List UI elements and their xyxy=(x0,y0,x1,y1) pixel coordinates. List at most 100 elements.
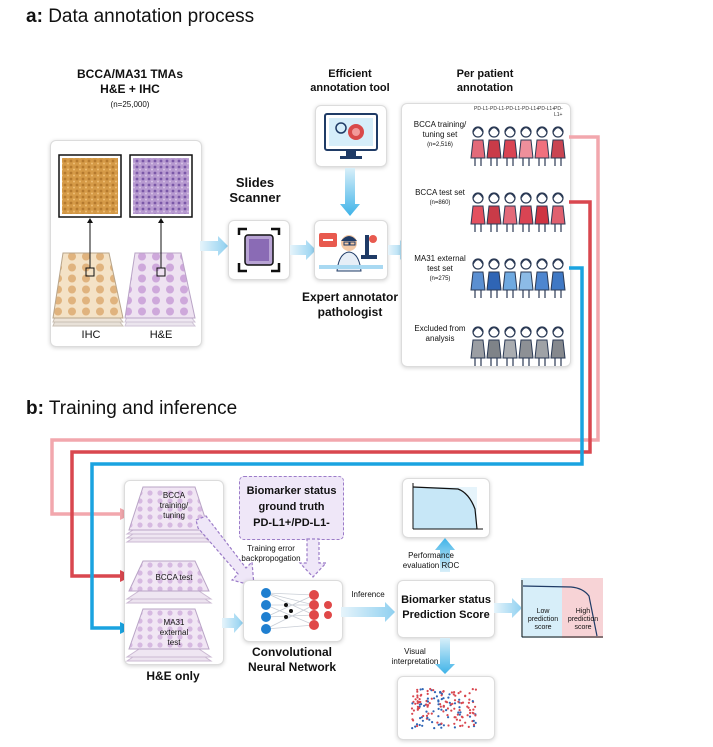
heatmap-dot xyxy=(471,711,474,714)
high-score-line1: High xyxy=(575,608,591,615)
ground-truth-line3: PD-L1+/PD-L1- xyxy=(253,517,330,529)
heatmap-dot xyxy=(471,700,474,703)
patient-figure-icon xyxy=(486,258,502,298)
heatmap-dot xyxy=(447,716,450,719)
roc-curve xyxy=(412,483,483,530)
heatmap-dot xyxy=(416,694,419,697)
per-patient-line1: Per patient xyxy=(456,68,514,80)
patient-figure-icon xyxy=(486,126,502,166)
heatmap-dot xyxy=(455,718,458,721)
patient-figure-icon xyxy=(518,192,534,232)
heatmap-dot xyxy=(468,692,471,695)
heatmap-dot xyxy=(418,698,421,701)
roc-box xyxy=(402,478,490,538)
heatmap-dot xyxy=(457,711,460,714)
group-bcca-train-line2: tuning set xyxy=(422,130,458,139)
backprop-line1: Training error xyxy=(247,544,295,553)
patient-figure-icon xyxy=(534,192,550,232)
pathologist-icon xyxy=(319,233,383,272)
score-curve xyxy=(521,580,603,638)
stack-ma31 xyxy=(125,608,213,662)
heatmap-dot xyxy=(425,703,428,706)
heatmap-dot xyxy=(415,723,419,726)
low-score-label: Low prediction score xyxy=(525,608,561,632)
heatmap-dot xyxy=(412,719,415,722)
high-score-region xyxy=(562,578,603,638)
panel-a-title: a: Data annotation process xyxy=(26,6,254,28)
group-excluded-label: Excluded from analysis xyxy=(406,324,474,344)
slide-stacks xyxy=(125,486,213,662)
heatmap-dot xyxy=(435,695,438,698)
heatmap-dot xyxy=(442,724,445,727)
heatmap-dot xyxy=(452,693,455,696)
heatmap-dot xyxy=(447,696,450,699)
high-score-line3: score xyxy=(574,624,592,631)
slide-bcca-train-line3: tuning xyxy=(163,511,185,520)
scanner-title-line2: Scanner xyxy=(229,190,281,205)
heatmap-dot xyxy=(442,697,445,700)
heatmap-dot xyxy=(458,713,461,716)
inference-arrow xyxy=(341,602,395,622)
heatmap-dot xyxy=(453,726,456,729)
heatmap-dot xyxy=(426,689,429,693)
heatmap-dot xyxy=(440,698,443,701)
heatmap-dot xyxy=(426,697,429,700)
scanner-title: Slides Scanner xyxy=(215,175,295,205)
heatmap-dot xyxy=(445,709,448,712)
cnn-box xyxy=(243,580,343,642)
heatmap-dot xyxy=(411,702,414,705)
tmas-count: (n=25,000) xyxy=(110,100,150,109)
ground-truth-text: Biomarker status ground truth PD-L1+/PD-… xyxy=(240,483,343,531)
heatmap-dot xyxy=(437,723,440,726)
heatmap-dot xyxy=(433,691,437,694)
heatmap-dot xyxy=(410,707,414,710)
heatmap-dot xyxy=(457,700,460,703)
heatmap-dot xyxy=(419,700,422,704)
heatmap-dot xyxy=(437,700,440,703)
group-bcca-train-label: BCCA training/ tuning set (n=2,516) xyxy=(406,120,474,150)
heatmap-dot xyxy=(416,707,419,710)
slide-ma31-line1: MA31 xyxy=(163,618,185,627)
group-ma31-line1: MA31 external xyxy=(414,254,466,263)
group-ma31-line2: test set xyxy=(427,264,453,273)
ground-truth-arrow xyxy=(298,538,328,578)
heatmap-dot xyxy=(421,719,424,722)
heatmap-dot xyxy=(468,698,471,701)
heatmap-dot xyxy=(459,711,462,714)
stack-bcca-train xyxy=(125,486,213,543)
heatmap-dot xyxy=(458,719,462,722)
status-header-2: PD-L1- xyxy=(490,106,506,112)
heatmap-dot xyxy=(464,721,467,724)
patient-figure-icon xyxy=(550,192,566,232)
group-bcca-test-n: (n=860) xyxy=(429,200,451,206)
heatmap-dot xyxy=(472,719,475,722)
heatmap-dot xyxy=(453,716,456,719)
heatmap-dot xyxy=(428,718,431,721)
patient-figure-icon xyxy=(502,326,518,366)
heatmap-dot xyxy=(448,693,451,696)
cnn-label: Convolutional Neural Network xyxy=(236,645,348,675)
he-label: H&E xyxy=(149,329,173,341)
expert-title: Expert annotator pathologist xyxy=(290,290,410,320)
arrow-tool-expert xyxy=(340,168,360,216)
heatmap-dot xyxy=(432,710,435,713)
patient-figure-icon xyxy=(518,126,534,166)
low-score-region xyxy=(521,578,562,638)
he-only-label: H&E only xyxy=(146,669,200,683)
heatmap-dot xyxy=(414,725,417,728)
cnn-label-line1: Convolutional xyxy=(252,645,332,659)
heatmap-dot xyxy=(442,705,445,708)
tool-title-line2: annotation tool xyxy=(310,82,390,94)
visual-line2: interpretation xyxy=(391,657,439,666)
heatmap-dot xyxy=(442,710,445,713)
slide-ma31-label: MA31 external test xyxy=(149,618,199,648)
heatmap-dot xyxy=(430,712,433,715)
group-bcca-train-line1: BCCA training/ xyxy=(413,120,467,129)
heatmap-dot xyxy=(474,721,477,724)
heatmap-dot xyxy=(453,722,456,725)
slide-bcca-train-line1: BCCA xyxy=(162,491,186,500)
heatmap-dot xyxy=(419,717,422,720)
status-header-1: PD-L1- xyxy=(474,106,490,112)
heatmap-dot xyxy=(420,693,423,696)
heatmap-dot xyxy=(458,698,461,701)
